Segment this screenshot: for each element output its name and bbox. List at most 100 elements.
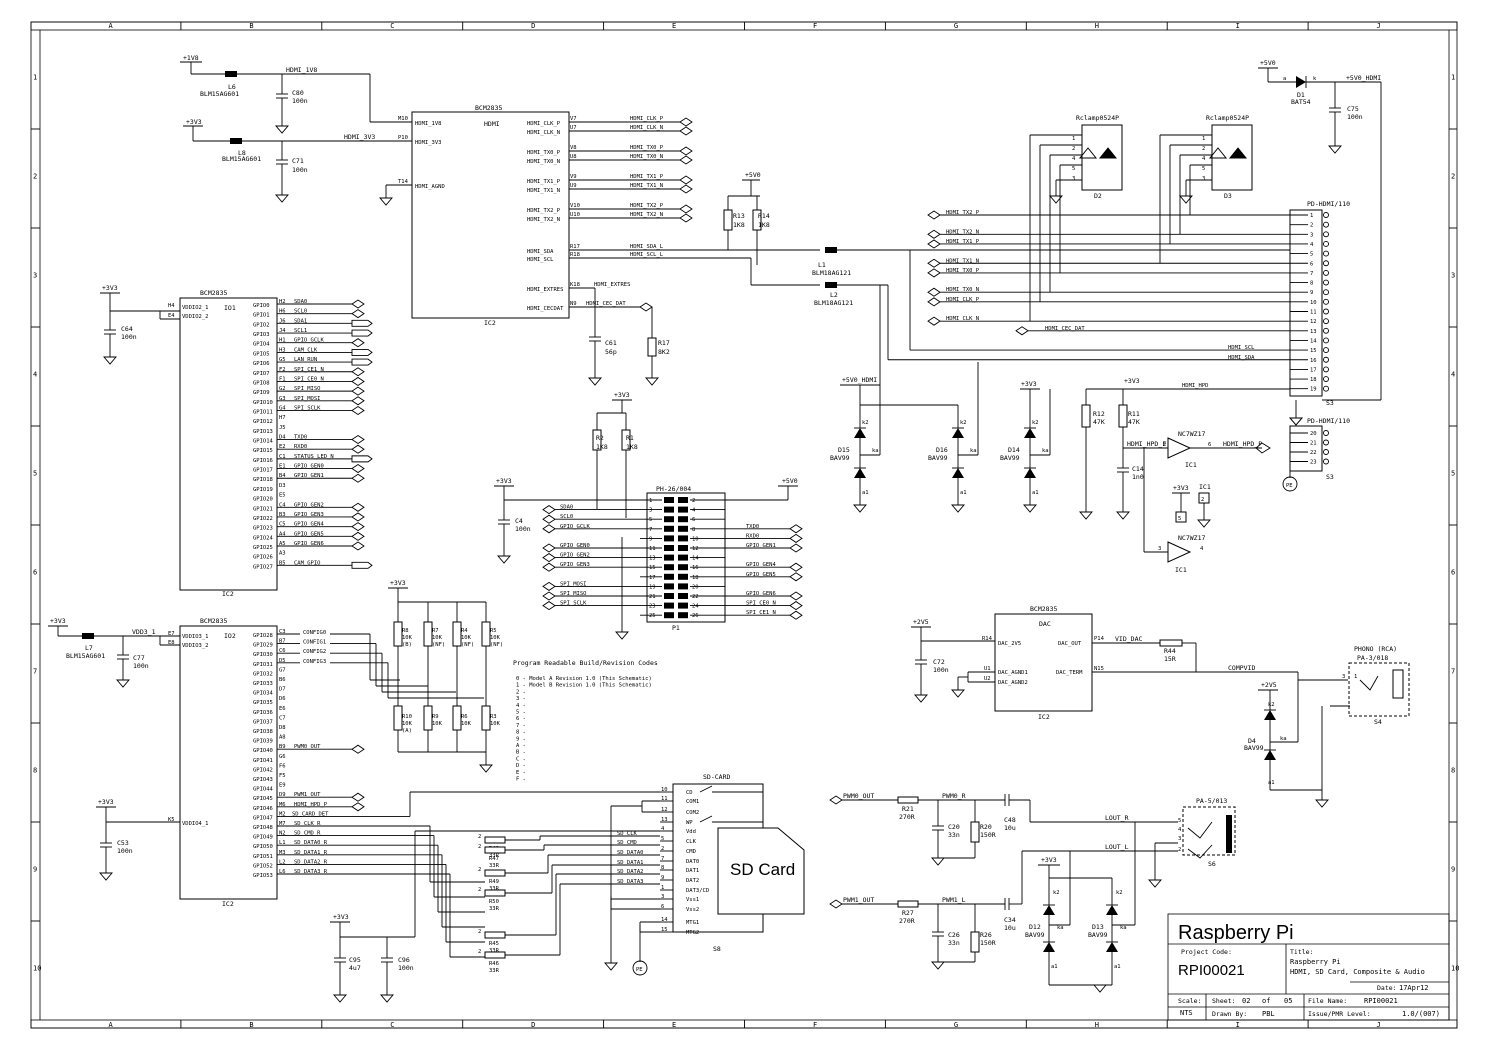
svg-text:HDMI_HPD_F: HDMI_HPD_F — [1127, 440, 1166, 448]
svg-text:BCM2835: BCM2835 — [475, 104, 502, 112]
pin-number: V10 — [570, 203, 580, 209]
column-label: B — [249, 1021, 253, 1029]
row-label: 4 — [1451, 371, 1455, 379]
pin-name: HDMI_TX2_P — [527, 208, 561, 214]
svg-text:R21: R21 — [902, 805, 914, 813]
svg-text:+3V3: +3V3 — [1124, 377, 1140, 385]
pin-name: GPIO14 — [253, 439, 274, 445]
net-label: TXD0 — [746, 524, 759, 530]
pin-number: 13 — [649, 556, 656, 562]
net-port — [351, 444, 365, 454]
row-label: 4 — [33, 371, 37, 379]
net-port — [351, 802, 365, 812]
net-label: GPIO_GCLK — [294, 338, 324, 344]
net-port — [351, 309, 365, 319]
net-label: SPI_SCLK — [560, 601, 587, 607]
svg-text:a: a — [1283, 76, 1286, 82]
svg-text:D2: D2 — [1094, 192, 1102, 200]
pin-number: 8 — [692, 527, 695, 533]
pin-name: DAT2 — [686, 878, 699, 884]
svg-text:DAC_OUT: DAC_OUT — [1058, 641, 1082, 647]
svg-text:+3V3: +3V3 — [614, 391, 630, 399]
svg-text:+3V3: +3V3 — [390, 579, 406, 587]
pin-number: 2 — [478, 867, 481, 873]
pin-number: 6 — [661, 904, 664, 910]
pin-number: B6 — [279, 677, 286, 683]
column-label: F — [813, 22, 817, 30]
pin-number: 7 — [649, 527, 652, 533]
pin-name: HDMI_AGND — [415, 184, 445, 190]
pin-number: D5 — [279, 658, 286, 664]
resistor-value: 33R — [489, 886, 500, 892]
ground-symbol — [1179, 195, 1193, 204]
diode-pin: k2 — [1116, 890, 1123, 896]
svg-text:1K8: 1K8 — [733, 221, 745, 229]
diode-pin: k2 — [862, 420, 869, 426]
diode-value: BAV99 — [1000, 454, 1020, 462]
svg-text:1n0: 1n0 — [1132, 473, 1144, 481]
pin-name: Vdd — [686, 829, 696, 835]
svg-text:HDMI, SD Card, Composite & Aud: HDMI, SD Card, Composite & Audio — [1290, 968, 1425, 976]
pin-number: 20 — [692, 584, 699, 590]
pin-number: 4 — [692, 508, 696, 514]
pin-number: F2 — [279, 367, 286, 373]
pin-number: L1 — [279, 840, 286, 846]
pin-name: GPIO30 — [253, 652, 273, 658]
resistor-ref: R47 — [489, 856, 499, 862]
svg-text:+5V0_HDMI: +5V0_HDMI — [842, 376, 877, 384]
svg-text:1: 1 — [1072, 136, 1075, 142]
resistor-ref: R45 — [489, 941, 499, 947]
svg-text:+3V3: +3V3 — [496, 477, 512, 485]
row-label: 3 — [1451, 272, 1455, 280]
pin-name: GPIO26 — [253, 555, 273, 561]
svg-text:D1: D1 — [1297, 91, 1305, 99]
pin-name: CMD — [686, 849, 696, 855]
column-label: I — [1236, 22, 1240, 30]
resistor-value: 33R — [489, 906, 500, 912]
pin-number: B3 — [279, 512, 286, 518]
svg-text:S8: S8 — [713, 945, 721, 953]
svg-text:+3V3: +3V3 — [102, 284, 118, 292]
column-label: C — [390, 22, 394, 30]
net-port — [927, 287, 941, 297]
pin-name: GPIO10 — [253, 400, 273, 406]
svg-text:R12: R12 — [1093, 410, 1105, 418]
net-label: CAM_CLK — [294, 347, 318, 353]
diode-pin: a1 — [1032, 490, 1039, 496]
svg-text:PD-HDMI/110: PD-HDMI/110 — [1307, 417, 1350, 425]
svg-text:H4: H4 — [168, 303, 175, 309]
resistor-ref: R6 — [461, 714, 468, 720]
svg-text:R14: R14 — [982, 636, 993, 642]
net-label: SCL0 — [294, 309, 307, 315]
svg-text:a1: a1 — [1268, 780, 1275, 786]
svg-text:P14: P14 — [1094, 636, 1105, 642]
pin-name: GPIO9 — [253, 390, 270, 396]
net-port — [351, 744, 365, 754]
diode-ref: D14 — [1008, 446, 1020, 454]
net-port — [789, 562, 803, 572]
pin-name: GPIO41 — [253, 758, 273, 764]
pin-number: 14 — [1310, 338, 1317, 344]
svg-text:R1: R1 — [626, 434, 634, 442]
row-label: 1 — [33, 74, 37, 82]
svg-text:BCM2835: BCM2835 — [1030, 605, 1057, 613]
net-port — [351, 512, 365, 522]
pin-number: U7 — [570, 125, 577, 131]
svg-text:BLM18AG121: BLM18AG121 — [812, 269, 851, 277]
column-label: G — [954, 22, 958, 30]
pin-name: WP — [686, 820, 693, 826]
svg-text:2: 2 — [1178, 847, 1181, 853]
net-label: SCL1 — [294, 328, 307, 334]
svg-text:Project Code:: Project Code: — [1181, 948, 1232, 956]
pin-number: V9 — [570, 174, 577, 180]
svg-text:IC1: IC1 — [1185, 461, 1197, 469]
pin-name: GPIO42 — [253, 767, 273, 773]
pin-number: B5 — [279, 560, 286, 566]
svg-text:E7: E7 — [168, 631, 175, 637]
svg-text:C53: C53 — [117, 839, 129, 847]
sd-card-label: SD Card — [730, 860, 795, 879]
net-label: SPI_MOSI — [560, 581, 587, 587]
